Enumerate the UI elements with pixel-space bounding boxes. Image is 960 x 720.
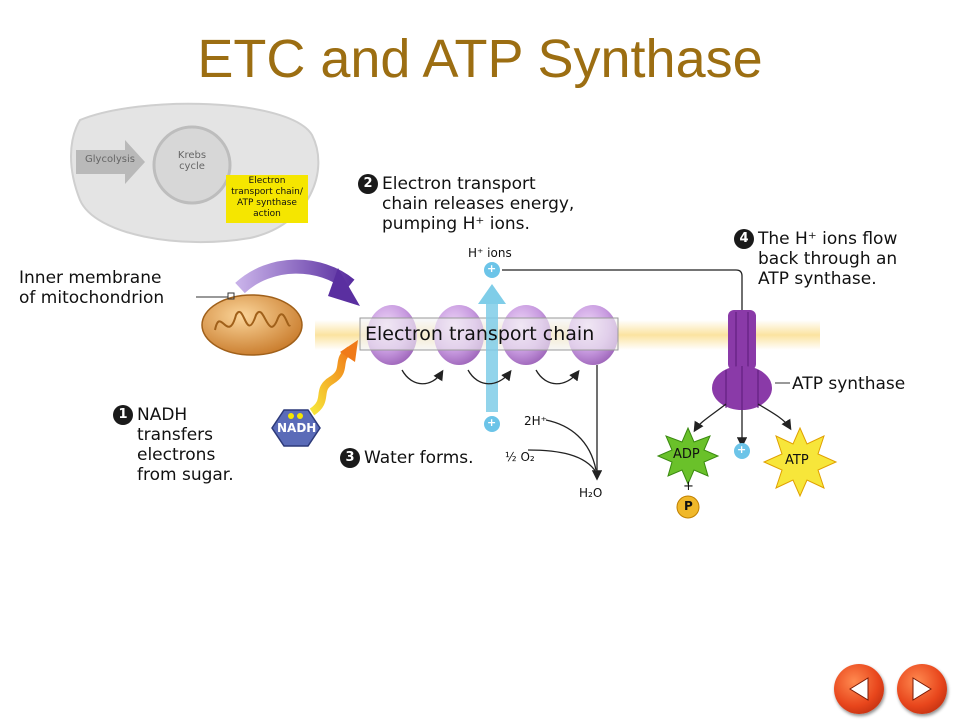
overview-glycolysis: Glycolysis [85,154,135,165]
next-slide-button[interactable] [897,664,947,714]
h-ions-label: H⁺ ions [468,246,512,260]
h-ion-plus-bottom: + [487,416,497,429]
h-ion-plus-top: + [487,262,497,275]
inner-membrane-label: Inner membrane of mitochondrion [19,268,165,308]
atp-label: ATP [785,453,809,468]
glycolysis-arrow [76,140,145,184]
etc-band-label: Electron transport chain [365,323,595,345]
atp-synthase [712,310,772,410]
plus-sign: + [683,479,694,494]
etc-highlight-box [226,175,308,223]
overview-cell [70,102,320,244]
two-h-label: 2H⁺ [524,414,547,428]
half-o2-label: ½ O₂ [505,450,535,464]
phosphate-label: P [684,499,693,513]
adp-burst [656,426,720,486]
purple-arrow-head [328,268,360,306]
adp-label: ADP [673,447,700,462]
h-ion-plus-synthase: + [737,443,747,456]
nadh-token-label: NADH [277,421,317,435]
h-ion-synthase [734,443,750,459]
triangle-left-icon [849,677,869,701]
proton-pump-arrow [478,284,506,304]
water-label: H₂O [579,486,603,500]
triangle-right-icon [912,677,932,701]
previous-slide-button[interactable] [834,664,884,714]
mitochondrion [201,294,303,356]
phosphate-token [676,495,700,519]
step-2-number: 2 [358,174,378,194]
h-ion-bottom [484,416,500,432]
electron-flow-arrows [401,369,580,385]
nadh-token [271,409,321,447]
step-3-number: 3 [340,448,360,468]
step-1-number: 1 [113,405,133,425]
h-ion-top [484,262,500,278]
atp-burst [762,426,838,498]
slide-title: ETC and ATP Synthase [197,29,763,89]
atp-synthase-label: ATP synthase [792,374,906,394]
step-4-number: 4 [734,229,754,249]
krebs-circle [152,125,232,205]
